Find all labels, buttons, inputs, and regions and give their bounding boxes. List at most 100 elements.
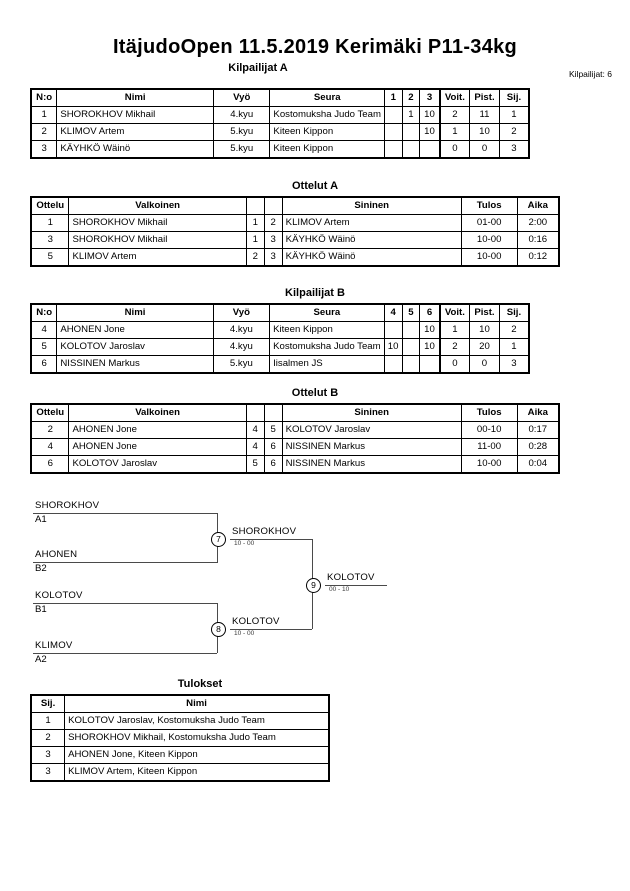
col-voit: Voit. (438, 303, 471, 322)
cell-vyo: 5.kyu (213, 140, 271, 159)
cell-valkoinen: AHONEN Jone (68, 421, 247, 439)
table-row: 3 KÄYHKÖ Wäinö 5.kyu Kiteen Kippon 0 0 3 (30, 140, 530, 159)
cell-match-4: 10 (383, 338, 403, 356)
cell-sij: 1 (498, 106, 530, 124)
cell-voit: 2 (438, 106, 471, 124)
cell-no: 5 (30, 338, 58, 356)
col-blue-no (263, 403, 283, 422)
cell-white-no: 4 (245, 421, 265, 439)
table-header-row: N:o Nimi Vyö Seura 1 2 3 Voit. Pist. Sij… (30, 88, 530, 107)
col-sij: Sij. (30, 694, 66, 713)
bracket-entry-seed: A2 (35, 654, 47, 665)
table-row: 6 NISSINEN Markus 5.kyu Iisalmen JS 0 0 … (30, 355, 530, 374)
table-row: 3 SHOROKHOV Mikhail 1 3 KÄYHKÖ Wäinö 10-… (30, 231, 560, 249)
cell-sij: 3 (498, 355, 530, 374)
section-title-matches-b: Ottelut B (291, 387, 339, 399)
col-white-no (245, 403, 265, 422)
cell-ottelu: 6 (30, 455, 70, 474)
cell-valkoinen: SHOROKHOV Mikhail (68, 214, 247, 232)
cell-nimi: KLIMOV Artem (56, 123, 215, 141)
col-blue-no (263, 196, 283, 215)
cell-match-3 (419, 140, 441, 159)
cell-blue-no: 6 (263, 438, 283, 456)
table-row: 1 SHOROKHOV Mikhail 1 2 KLIMOV Artem 01-… (30, 214, 560, 232)
col-ottelu: Ottelu (30, 196, 70, 215)
cell-white-no: 1 (245, 231, 265, 249)
cell-nimi: SHOROKHOV Mikhail, Kostomuksha Judo Team (64, 729, 331, 747)
tournament-bracket: SHOROKHOV A1 AHONEN B2 7 SHOROKHOV 10 - … (0, 490, 630, 675)
col-match-6: 6 (419, 303, 441, 322)
cell-sij: 2 (498, 321, 530, 339)
col-nimi: Nimi (56, 88, 215, 107)
cell-match-6: 10 (419, 338, 441, 356)
col-match-3: 3 (419, 88, 441, 107)
bracket-winner-name: KOLOTOV (232, 616, 280, 627)
pool-a-table: N:o Nimi Vyö Seura 1 2 3 Voit. Pist. Sij… (30, 88, 530, 159)
cell-valkoinen: KOLOTOV Jaroslav (68, 455, 247, 474)
col-pist: Pist. (469, 88, 500, 107)
col-match-2: 2 (401, 88, 421, 107)
cell-match-5 (401, 338, 421, 356)
bracket-connector (33, 603, 217, 604)
bracket-champion-name: KOLOTOV (327, 572, 375, 583)
table-row: 5 KOLOTOV Jaroslav 4.kyu Kostomuksha Jud… (30, 338, 530, 356)
section-title-matches-a: Ottelut A (291, 180, 339, 192)
col-tulos: Tulos (460, 196, 518, 215)
cell-pist: 20 (469, 338, 500, 356)
pool-b-table: N:o Nimi Vyö Seura 4 5 6 Voit. Pist. Sij… (30, 303, 530, 374)
section-title-results: Tulokset (177, 678, 223, 690)
cell-sij: 1 (30, 712, 66, 730)
bracket-entry-name: SHOROKHOV (35, 500, 100, 511)
col-sininen: Sininen (281, 196, 462, 215)
cell-no: 3 (30, 140, 58, 159)
col-pist: Pist. (469, 303, 500, 322)
cell-ottelu: 2 (30, 421, 70, 439)
bracket-match-node: 7 (211, 532, 226, 547)
cell-ottelu: 1 (30, 214, 70, 232)
cell-sininen: KÄYHKÖ Wäinö (281, 231, 462, 249)
col-match-5: 5 (401, 303, 421, 322)
cell-seura: Kostomuksha Judo Team (269, 338, 385, 356)
cell-match-2: 1 (401, 106, 421, 124)
cell-aika: 0:04 (516, 455, 560, 474)
cell-blue-no: 3 (263, 248, 283, 267)
bracket-entry-seed: A1 (35, 514, 47, 525)
cell-blue-no: 6 (263, 455, 283, 474)
cell-seura: Kostomuksha Judo Team (269, 106, 385, 124)
col-tulos: Tulos (460, 403, 518, 422)
col-aika: Aika (516, 196, 560, 215)
cell-seura: Kiteen Kippon (269, 123, 385, 141)
cell-match-4 (383, 355, 403, 374)
cell-vyo: 4.kyu (212, 338, 271, 356)
bracket-entry-name: AHONEN (35, 549, 78, 560)
cell-match-2 (401, 123, 421, 141)
bracket-entry-name: KLIMOV (35, 640, 73, 651)
bracket-entry-seed: B2 (35, 563, 47, 574)
cell-ottelu: 4 (30, 438, 70, 456)
cell-sij: 3 (30, 763, 66, 782)
cell-nimi: KÄYHKÖ Wäinö (56, 140, 215, 159)
cell-no: 2 (30, 123, 58, 141)
table-header-row: Ottelu Valkoinen Sininen Tulos Aika (30, 196, 560, 215)
cell-sininen: KLIMOV Artem (281, 214, 462, 232)
cell-sij: 3 (30, 746, 66, 764)
matches-a-table: Ottelu Valkoinen Sininen Tulos Aika 1 SH… (30, 196, 560, 267)
col-sij: Sij. (498, 88, 530, 107)
cell-blue-no: 2 (263, 214, 283, 232)
table-header-row: Sij. Nimi (30, 694, 331, 713)
cell-seura: Kiteen Kippon (269, 140, 385, 159)
cell-pist: 0 (469, 355, 500, 374)
cell-white-no: 2 (245, 248, 265, 267)
col-seura: Seura (269, 88, 385, 107)
col-match-1: 1 (383, 88, 403, 107)
cell-match-1 (383, 140, 403, 159)
cell-voit: 1 (438, 321, 471, 339)
cell-nimi: NISSINEN Markus (56, 355, 214, 374)
cell-vyo: 4.kyu (213, 106, 271, 124)
col-sij: Sij. (498, 303, 530, 322)
cell-no: 6 (30, 355, 58, 374)
cell-vyo: 4.kyu (212, 321, 271, 339)
cell-voit: 0 (438, 140, 471, 159)
cell-valkoinen: KLIMOV Artem (68, 248, 247, 267)
table-row: 6 KOLOTOV Jaroslav 5 6 NISSINEN Markus 1… (30, 455, 560, 474)
